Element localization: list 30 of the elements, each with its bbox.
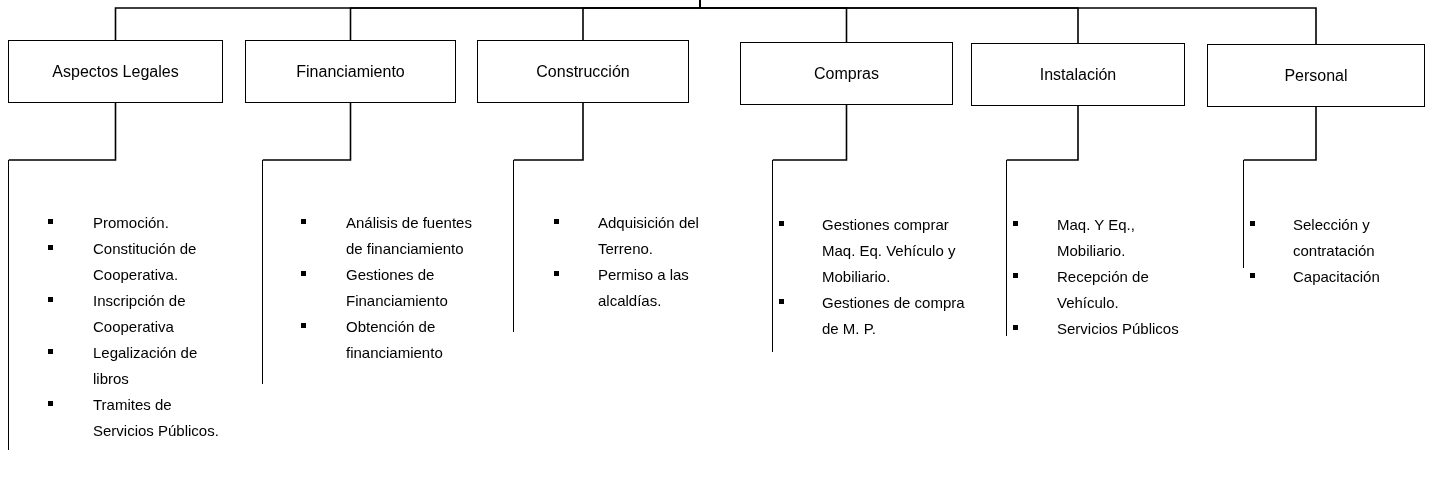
list-item: Permiso a las alcaldías. — [598, 265, 690, 311]
list-item: Gestiones de compra de M. P. — [822, 293, 966, 339]
connector-line — [1006, 105, 1079, 161]
category-box: Construcción — [477, 40, 689, 103]
connector-line — [513, 102, 584, 161]
list-item: Recepción de Vehículo. — [1057, 267, 1150, 313]
connector-line — [772, 104, 848, 161]
list-item: Constitución de Cooperativa. — [93, 239, 198, 285]
list-item: Gestiones de Financiamiento — [346, 265, 449, 311]
list-item: Obtención de financiamiento — [346, 317, 444, 363]
category-box: Instalación — [971, 43, 1185, 106]
category-box: Compras — [740, 42, 953, 105]
list-item: Legalización de libros — [93, 343, 199, 389]
connector-line — [262, 102, 352, 161]
list-item: Adquisición del Terreno. — [598, 213, 700, 259]
connector-line — [8, 102, 117, 161]
connector-line — [699, 0, 1317, 45]
list-item: Inscripción de Cooperativa — [93, 291, 187, 337]
list-item: Servicios Públicos — [1057, 319, 1180, 339]
list-item: Análisis de fuentes de financiamiento — [346, 213, 473, 259]
list-item: Gestiones comprar Maq. Eq. Vehículo y Mobiliario. — [822, 215, 957, 287]
category-box: Aspectos Legales — [8, 40, 223, 103]
list-item: Maq. Y Eq., Mobiliario. — [1057, 215, 1136, 261]
connector-line — [1243, 106, 1317, 161]
list-item: Selección y contratación — [1293, 215, 1376, 261]
list-item: Tramites de Servicios Públicos. — [93, 395, 220, 441]
list-item: Promoción. — [93, 213, 170, 233]
category-box: Financiamiento — [245, 40, 456, 103]
category-box: Personal — [1207, 44, 1425, 107]
list-item: Capacitación — [1293, 267, 1381, 287]
